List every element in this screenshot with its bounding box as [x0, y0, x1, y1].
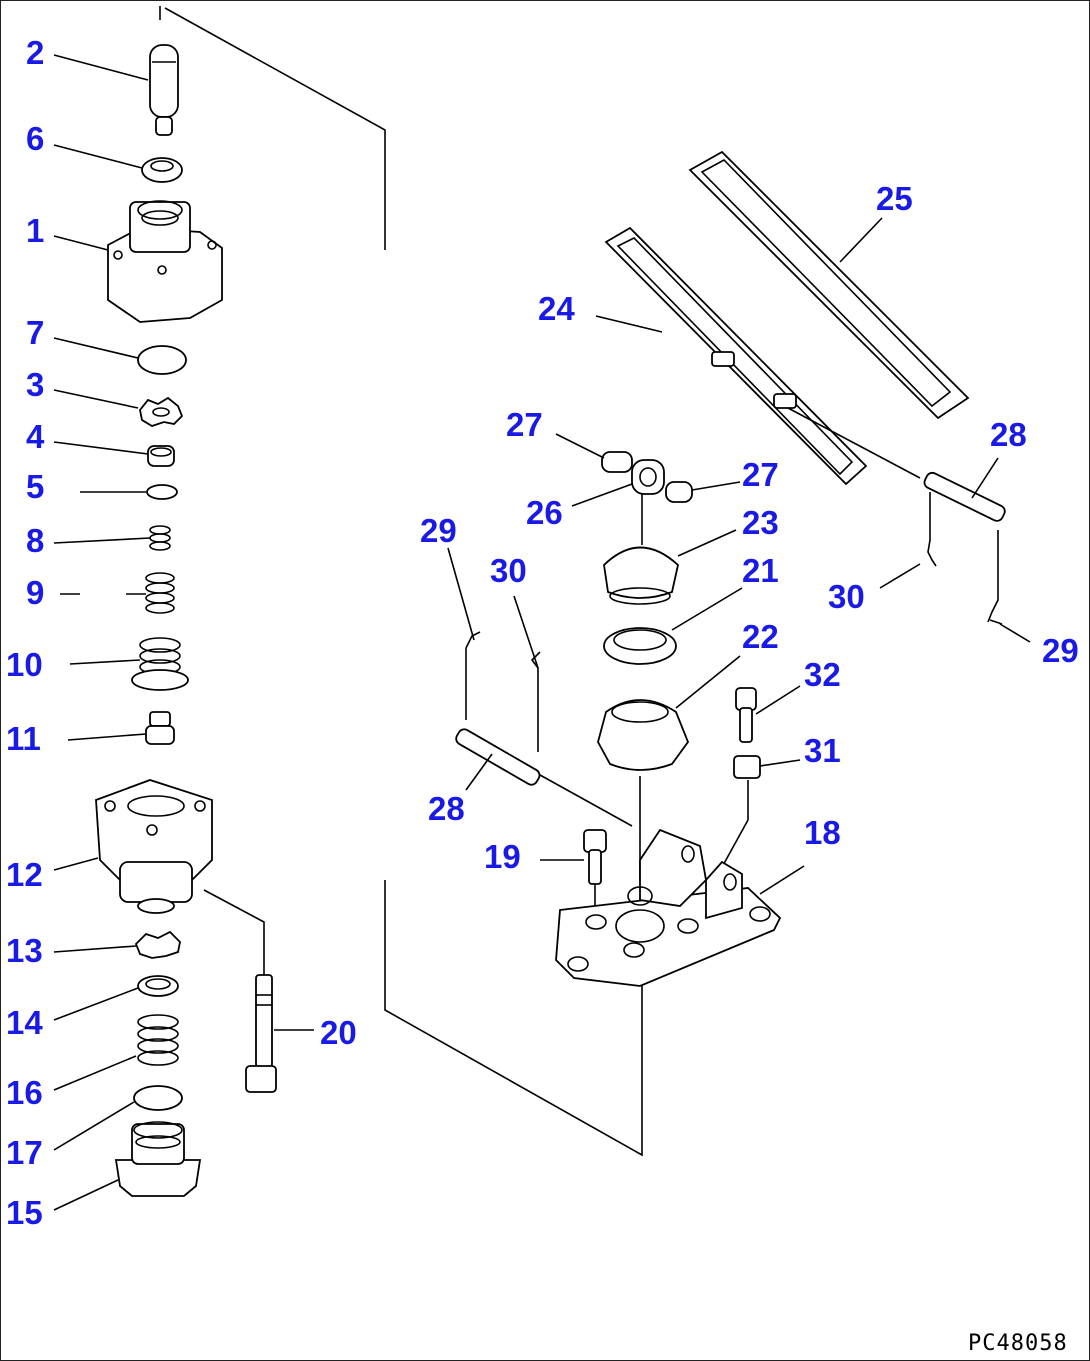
callout-30a: 30 — [490, 552, 527, 589]
callout-23: 23 — [742, 504, 779, 541]
part-28-pin-right — [923, 471, 1006, 625]
part-19-bolt — [583, 829, 607, 910]
part-20-bolt — [245, 974, 277, 1093]
callout-30b: 30 — [828, 578, 865, 615]
part-1-upper-body — [107, 200, 223, 323]
callout-20: 20 — [320, 1014, 357, 1051]
callout-28b: 28 — [990, 416, 1027, 453]
part-31-nut — [715, 755, 761, 879]
callout-11: 11 — [6, 720, 41, 757]
part-14-seal — [137, 975, 179, 997]
callout-24: 24 — [538, 290, 575, 327]
part-7-plate — [137, 345, 187, 375]
part-16-spring — [137, 1014, 179, 1066]
part-21-ring — [603, 627, 677, 665]
part-15-cap — [114, 1121, 202, 1197]
callout-4: 4 — [26, 418, 45, 455]
part-8-spring — [149, 525, 171, 551]
part-2-piston-shaft — [149, 44, 179, 136]
part-26-clevis — [631, 459, 665, 545]
callout-18: 18 — [804, 814, 841, 851]
callout-2: 2 — [26, 34, 44, 71]
callout-12: 12 — [6, 856, 43, 893]
part-6-seal — [141, 157, 183, 183]
callout-32: 32 — [804, 656, 841, 693]
part-28-pin-left — [455, 631, 633, 827]
callout-3: 3 — [26, 366, 44, 403]
callout-7: 7 — [26, 314, 44, 351]
callout-19: 19 — [484, 838, 521, 875]
part-10-spring-seat — [131, 637, 189, 691]
part-27-bushing-left — [601, 451, 633, 473]
callout-13: 13 — [6, 932, 43, 969]
callout-27a: 27 — [506, 406, 543, 443]
part-5-snap-ring — [146, 484, 178, 500]
callout-9: 9 — [26, 574, 44, 611]
drawing-code: PC48058 — [968, 1331, 1068, 1356]
callout-29b: 29 — [1042, 632, 1079, 669]
part-13-lock-washer — [134, 930, 181, 959]
part-11-plug — [145, 711, 175, 745]
part-4-nut — [147, 445, 175, 467]
callout-labels: 2 6 1 7 3 4 5 8 9 10 11 12 13 14 16 17 1… — [6, 34, 1079, 1231]
callout-25: 25 — [876, 180, 913, 217]
part-23-boot — [603, 546, 679, 605]
callout-8: 8 — [26, 522, 44, 559]
callout-22: 22 — [742, 618, 779, 655]
callout-27b: 27 — [742, 456, 779, 493]
callout-5: 5 — [26, 468, 44, 505]
part-18-base-plate — [555, 828, 782, 987]
callout-26: 26 — [526, 494, 563, 531]
callout-31: 31 — [804, 732, 841, 769]
callout-6: 6 — [26, 120, 44, 157]
callout-1: 1 — [26, 212, 44, 249]
callout-29a: 29 — [420, 512, 457, 549]
callout-14: 14 — [6, 1004, 43, 1041]
callout-15: 15 — [6, 1194, 43, 1231]
part-25-pedal-cover — [688, 150, 970, 420]
part-24-pedal — [604, 226, 921, 486]
part-3-lock-washer — [139, 396, 184, 427]
leader-lines — [53, 54, 1031, 1211]
callout-21: 21 — [742, 552, 779, 589]
part-27-bushing-right — [665, 481, 693, 503]
part-12-lower-body — [95, 779, 265, 975]
part-17-plate — [133, 1085, 183, 1111]
reference-lines — [159, 6, 643, 1157]
part-32-bolt — [735, 687, 757, 743]
callout-17: 17 — [6, 1134, 43, 1171]
callout-28a: 28 — [428, 790, 465, 827]
part-9-spring — [145, 572, 175, 614]
callout-16: 16 — [6, 1074, 43, 1111]
callout-10: 10 — [6, 646, 43, 683]
